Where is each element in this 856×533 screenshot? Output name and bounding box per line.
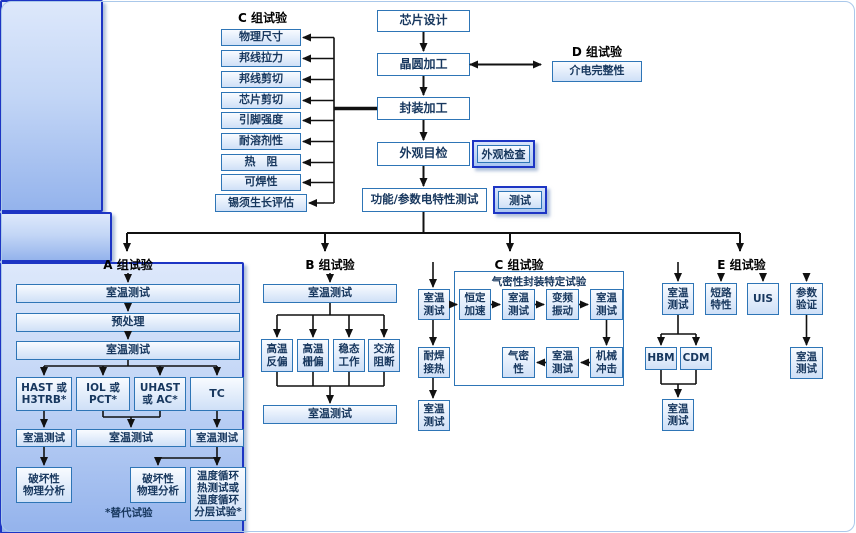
- c-rt-bottom: 室温 测试: [418, 400, 450, 431]
- d-item-dielectric-integrity: 介电完整性: [552, 61, 642, 82]
- e-rt1: 室温 测试: [662, 283, 694, 315]
- e-group-title: E 组试验: [717, 258, 766, 272]
- e-rt2: 室温 测试: [662, 399, 694, 431]
- c-item-thermal-resistance: 热 阻: [221, 154, 301, 171]
- c-rt3: 室温 测试: [546, 347, 579, 378]
- c-item-physical-size: 物理尺寸: [221, 29, 301, 46]
- b-htrb: 高温 反偏: [261, 339, 293, 372]
- b-ac-blocking: 交流 阻断: [368, 339, 400, 372]
- e-uis: UIS: [747, 283, 779, 315]
- c-group-title: C 组试验: [494, 258, 544, 272]
- c-hermetic-frame: [454, 271, 624, 386]
- c-rt1: 室温 测试: [502, 289, 535, 320]
- flow-visual-inspect: 外观目检: [377, 142, 470, 166]
- a-branch-uhast: UHAST 或 AC*: [134, 377, 186, 411]
- b-rt1: 室温测试: [263, 284, 397, 303]
- c-mech-shock: 机械 冲击: [590, 347, 623, 378]
- a-group-title: A 组试验: [103, 258, 153, 272]
- a-pretreat: 预处理: [16, 313, 240, 332]
- c-item-wire-pull: 邦线拉力: [221, 50, 301, 67]
- flow-chip-design: 芯片设计: [377, 10, 470, 32]
- a-branch-tc: TC: [190, 377, 244, 411]
- c-const-accel: 恒定 加速: [459, 289, 491, 320]
- b-group-title: B 组试验: [305, 258, 355, 272]
- a-tc-delam: 温度循环 热测试或 温度循环 分层试验*: [190, 467, 246, 521]
- visual-check-box: 外观检查: [477, 145, 530, 163]
- a-branch-iol: IOL 或 PCT*: [76, 377, 130, 411]
- flow-package-process: 封装加工: [377, 97, 470, 120]
- visual-check-outer-box: 外观检查: [472, 140, 535, 168]
- top-c-group-title: C 组试验: [238, 11, 287, 25]
- c-rt-left: 室温 测试: [418, 289, 450, 320]
- c-solder-heat: 耐焊 接热: [418, 347, 450, 378]
- c-item-tin-whisker: 锡须生长评估: [215, 194, 307, 212]
- b-htgb: 高温 栅偏: [297, 339, 329, 372]
- a-rt5: 室温测试: [190, 429, 244, 447]
- a-rt3: 室温测试: [16, 429, 72, 447]
- a-dpa-2: 破坏性 物理分析: [130, 467, 186, 503]
- e-param-verify: 参数 验证: [790, 283, 823, 315]
- b-rt2: 室温测试: [263, 405, 397, 424]
- e-cdm: CDM: [680, 347, 712, 370]
- flow-wafer-process: 晶圆加工: [377, 53, 470, 76]
- c-item-die-shear: 芯片剪切: [221, 92, 301, 109]
- c-item-lead-strength: 引脚强度: [221, 112, 301, 129]
- flow-electrical-test: 功能/参数电特性测试: [362, 188, 487, 212]
- c-rt2: 室温 测试: [590, 289, 623, 320]
- e-rt3: 室温 测试: [790, 347, 823, 379]
- a-rt4: 室温测试: [76, 429, 186, 447]
- d-group-title: D 组试验: [571, 45, 623, 59]
- a-rt1: 室温测试: [16, 284, 240, 303]
- c-item-solvent-resistance: 耐溶剂性: [221, 133, 301, 150]
- c-item-solderability: 可焊性: [221, 174, 301, 191]
- c-vibration: 变频 振动: [546, 289, 579, 320]
- e-hbm: HBM: [645, 347, 677, 370]
- a-footnote: *替代试验: [105, 507, 153, 519]
- test-outer-box: 测试: [493, 186, 547, 214]
- c-item-wire-shear: 邦线剪切: [221, 71, 301, 88]
- a-rt2: 室温测试: [16, 341, 240, 360]
- e-short-circuit: 短路 特性: [705, 283, 737, 315]
- test-box: 测试: [498, 191, 542, 209]
- b-steady-state: 稳态 工作: [333, 339, 365, 372]
- a-dpa-1: 破坏性 物理分析: [16, 467, 72, 503]
- a-branch-hast: HAST 或 H3TRB*: [16, 377, 72, 411]
- c-hermetic-label: 气密性封装特定试验: [491, 276, 587, 288]
- c-hermeticity: 气密 性: [502, 347, 535, 378]
